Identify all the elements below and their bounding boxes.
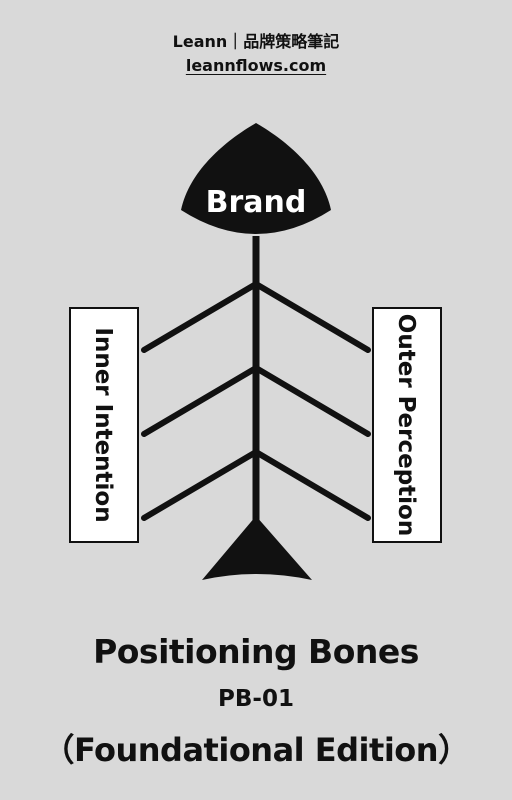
fish-tail — [202, 516, 312, 580]
brand-label: Brand — [206, 185, 307, 220]
series-code: PB-01 — [218, 686, 294, 712]
inner-intention-box — [69, 307, 139, 543]
website-link[interactable]: leannflows.com — [185, 56, 327, 75]
bone-right-1 — [253, 281, 371, 353]
inner-intention-label: Inner Intention — [90, 327, 116, 522]
fish-head — [181, 123, 331, 234]
book-title: Positioning Bones — [93, 632, 419, 671]
author-line: Leann｜品牌策略筆記 — [172, 32, 340, 51]
outer-perception-label: Outer Perception — [393, 314, 419, 536]
bone-right-2 — [253, 365, 371, 437]
bone-left-1 — [141, 281, 259, 353]
bone-left-3 — [141, 449, 259, 521]
bone-left-2 — [141, 365, 259, 437]
outer-perception-box — [372, 307, 442, 543]
edition-label: （Foundational Edition） — [42, 731, 470, 769]
bone-right-3 — [253, 449, 371, 521]
